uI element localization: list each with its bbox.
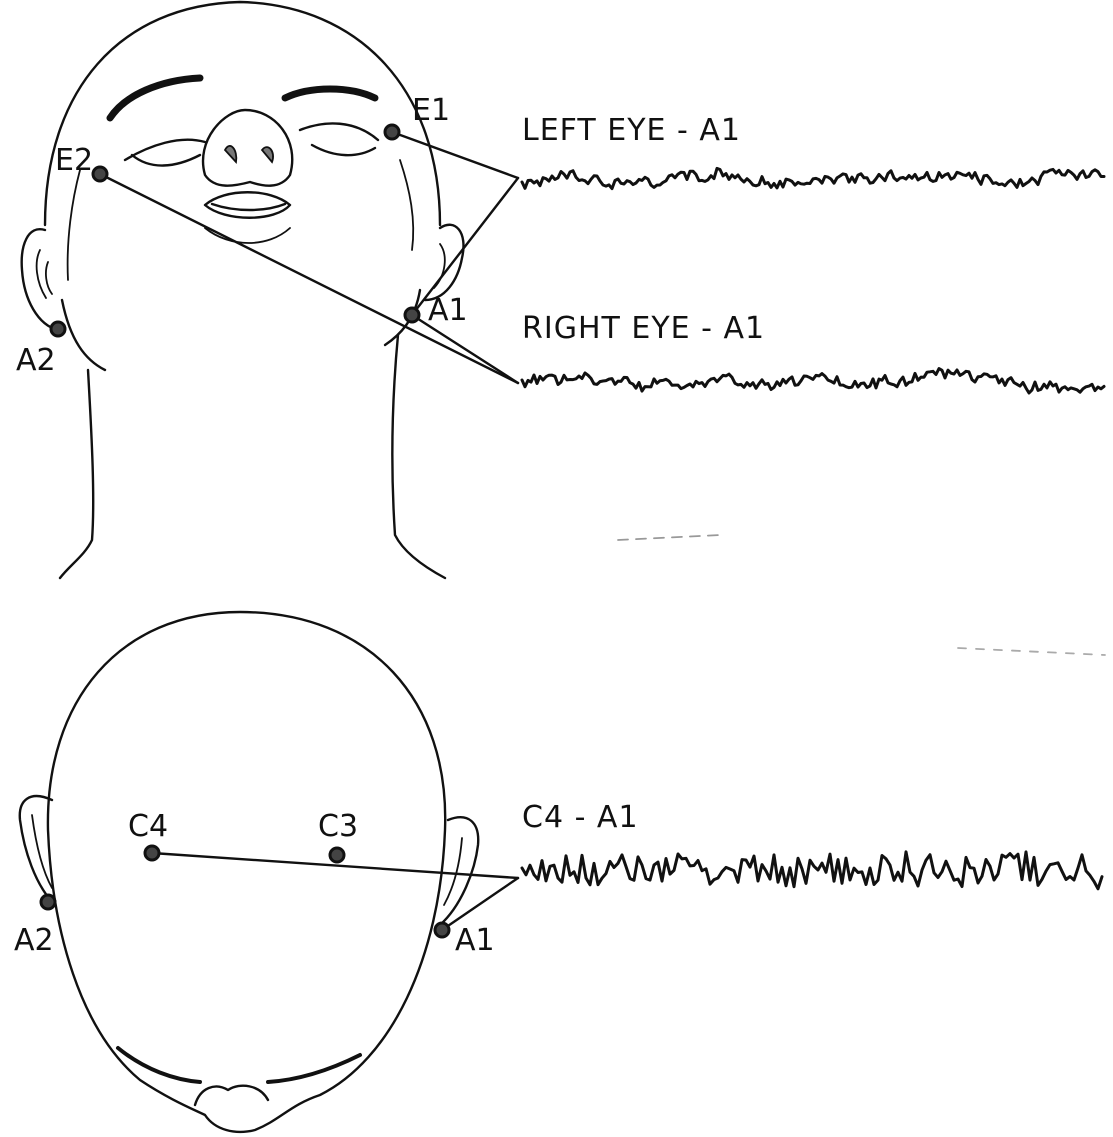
- faint-dash-1: [618, 535, 720, 540]
- electrode-c4: [145, 846, 159, 860]
- face-mouth: [205, 192, 290, 218]
- label-e1: E1: [412, 93, 450, 128]
- face-left-ear-inner: [37, 250, 52, 298]
- face-right-eyebrow: [285, 89, 375, 98]
- top-head-nose: [195, 1086, 268, 1105]
- electrode-e2: [93, 167, 107, 181]
- face-left-nostril: [225, 146, 236, 162]
- wire-e1-left-eye: [392, 132, 518, 178]
- top-right-ear-inner: [444, 838, 462, 905]
- label-a2-top: A2: [14, 923, 54, 958]
- trace-label-right-eye: RIGHT EYE - A1: [522, 311, 765, 346]
- face-left-eyebrow: [110, 78, 200, 118]
- face-drawing: [22, 2, 464, 578]
- face-left-neck: [60, 370, 93, 578]
- face-left-ear: [22, 229, 58, 330]
- face-chin: [205, 228, 290, 243]
- face-left-eye: [125, 140, 205, 166]
- electrode-a2-face: [51, 322, 65, 336]
- faint-dash-2: [958, 648, 1105, 655]
- electrode-e1: [385, 125, 399, 139]
- waveform-c4-a1: [522, 852, 1102, 889]
- top-head-outline: [48, 612, 445, 1132]
- electrode-a1-face: [405, 308, 419, 322]
- electrode-a1-top: [435, 923, 449, 937]
- label-a2-face: A2: [16, 343, 56, 378]
- face-right-eye: [300, 123, 378, 155]
- electrode-a2-top: [41, 895, 55, 909]
- top-head-drawing: [20, 612, 478, 1132]
- face-left-cheek: [68, 170, 80, 280]
- label-a1-face: A1: [428, 293, 468, 328]
- top-head-brow-left: [118, 1048, 200, 1082]
- face-wires: [100, 132, 518, 383]
- label-e2: E2: [55, 143, 93, 178]
- face-nose: [203, 110, 292, 186]
- face-right-nostril: [262, 147, 273, 162]
- label-c3: C3: [318, 809, 358, 844]
- face-right-neck: [392, 335, 445, 578]
- waveform-left-eye: [522, 168, 1104, 188]
- label-a1-top: A1: [455, 923, 495, 958]
- label-c4: C4: [128, 809, 168, 844]
- electrode-c3: [330, 848, 344, 862]
- trace-label-left-eye: LEFT EYE - A1: [522, 113, 741, 148]
- trace-label-c4-a1: C4 - A1: [522, 800, 639, 835]
- waveform-right-eye: [522, 369, 1104, 393]
- face-left-jaw: [62, 300, 105, 370]
- face-right-cheek: [400, 160, 413, 250]
